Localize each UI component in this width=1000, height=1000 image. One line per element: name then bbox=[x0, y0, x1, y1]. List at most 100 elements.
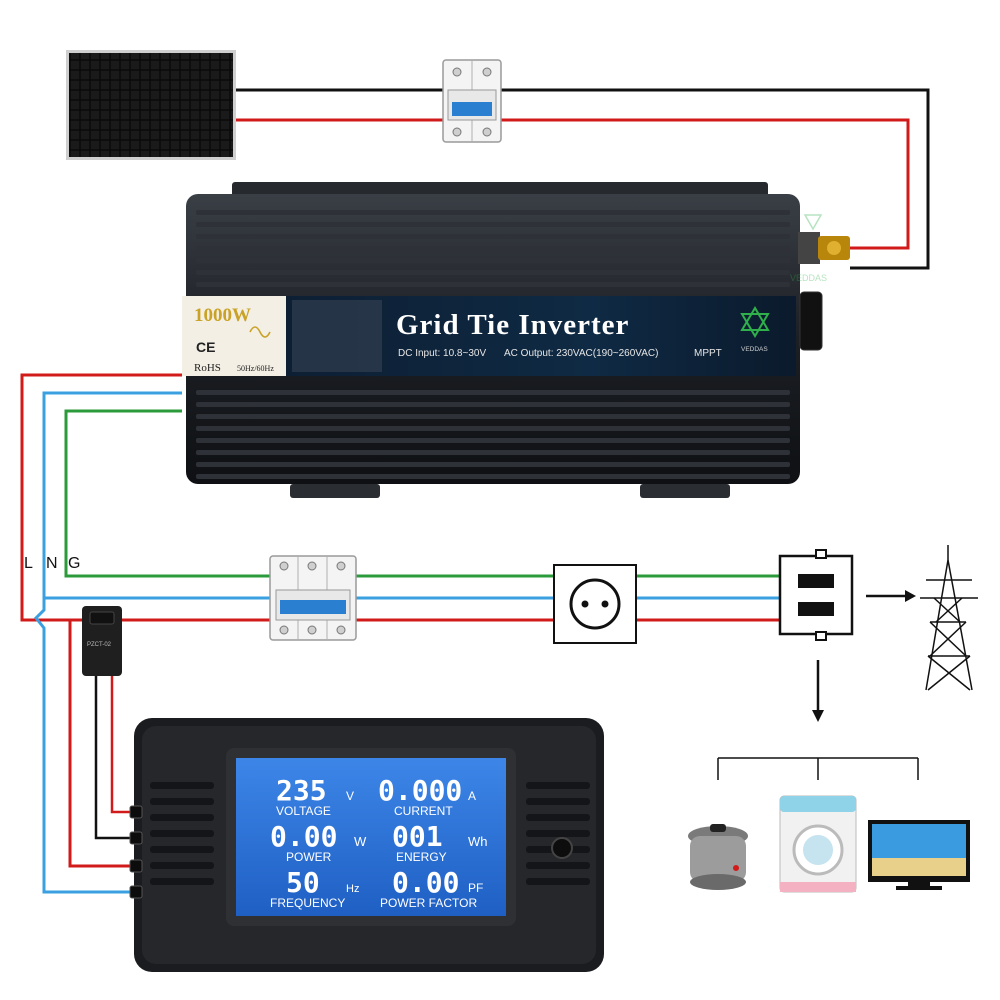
terminal bbox=[129, 805, 143, 819]
fin bbox=[196, 258, 790, 263]
energy-label: ENERGY bbox=[396, 850, 447, 864]
dc-breaker-icon bbox=[442, 59, 502, 143]
dc-positive-wire bbox=[234, 118, 910, 250]
fin bbox=[196, 210, 790, 215]
terminal bbox=[129, 859, 143, 873]
sine-wave-icon bbox=[249, 326, 271, 338]
television-icon bbox=[868, 820, 970, 890]
fin bbox=[196, 426, 790, 431]
ct-sensor-label: PZCT-02 bbox=[87, 642, 112, 648]
voltage-label: VOLTAGE bbox=[276, 804, 331, 818]
fin bbox=[196, 414, 790, 419]
pf-label: POWER FACTOR bbox=[380, 896, 477, 910]
arrow-right-icon bbox=[866, 590, 916, 602]
fin bbox=[196, 390, 790, 395]
frequency-label: FREQUENCY bbox=[270, 896, 345, 910]
arrow-down-icon bbox=[812, 660, 824, 722]
transmission-tower-icon bbox=[920, 545, 978, 691]
rib bbox=[526, 798, 590, 805]
pf-value: 0.00 bbox=[392, 866, 459, 899]
rib bbox=[150, 814, 214, 821]
current-unit: A bbox=[468, 789, 476, 803]
power-switch bbox=[799, 291, 823, 351]
power-label: POWER bbox=[286, 850, 332, 864]
fin bbox=[196, 282, 790, 287]
inverter-mppt: MPPT bbox=[694, 348, 722, 359]
inverter-dc-input: DC Input: 10.8~30V bbox=[398, 348, 486, 359]
label-g: G bbox=[68, 555, 80, 572]
svg-text:VEDDAS: VEDDAS bbox=[790, 273, 827, 283]
rib bbox=[150, 798, 214, 805]
rib bbox=[526, 782, 590, 789]
pf-unit: PF bbox=[468, 881, 483, 895]
meter-terminals bbox=[129, 805, 143, 899]
rib bbox=[526, 830, 590, 837]
power-meter: 235 V VOLTAGE 0.000 A CURRENT 0.00 W POW… bbox=[129, 718, 604, 972]
fin bbox=[196, 270, 790, 275]
label-l: L bbox=[24, 555, 33, 572]
rib bbox=[150, 862, 214, 869]
meter-button[interactable] bbox=[551, 837, 573, 859]
meter-ribs-left bbox=[150, 782, 214, 885]
fin bbox=[196, 246, 790, 251]
fin bbox=[196, 474, 790, 479]
ac-neutral-wire bbox=[33, 391, 182, 894]
fin bbox=[196, 222, 790, 227]
inverter-title: Grid Tie Inverter bbox=[396, 309, 629, 341]
current-value: 0.000 bbox=[378, 774, 462, 807]
rib bbox=[526, 814, 590, 821]
dc-negative-wire bbox=[234, 88, 930, 270]
wires bbox=[20, 88, 930, 894]
frequency-mark: 50Hz/60Hz bbox=[237, 364, 274, 373]
fin bbox=[196, 462, 790, 467]
inverter-power-rating: 1000W bbox=[194, 305, 251, 326]
inverter: 1000W CE RoHS 50Hz/60Hz Grid Tie Inverte… bbox=[182, 182, 850, 498]
appliance-bracket bbox=[717, 757, 919, 780]
heatsink-fins bbox=[196, 210, 790, 479]
frequency-value: 50 bbox=[286, 866, 320, 899]
rib bbox=[150, 878, 214, 885]
washing-machine-icon bbox=[779, 795, 857, 893]
rib bbox=[526, 878, 590, 885]
solar-panel-icon bbox=[66, 50, 236, 160]
rice-cooker-icon bbox=[688, 824, 748, 890]
frequency-unit: Hz bbox=[346, 883, 359, 895]
power-unit: W bbox=[354, 834, 367, 849]
voltage-value: 235 bbox=[276, 774, 327, 807]
meter-lcd bbox=[236, 758, 506, 916]
brand-logo-icon bbox=[740, 306, 770, 338]
label-n: N bbox=[46, 555, 58, 572]
terminal bbox=[129, 831, 143, 845]
rib bbox=[150, 830, 214, 837]
energy-unit: Wh bbox=[468, 834, 488, 849]
ce-mark: CE bbox=[196, 339, 215, 355]
ac-ground-wire bbox=[64, 409, 780, 578]
energy-meter-icon bbox=[778, 549, 854, 641]
meter-ribs-right bbox=[526, 782, 590, 885]
ct-wire-red bbox=[110, 676, 136, 814]
energy-value: 001 bbox=[392, 820, 443, 853]
inverter-brand: VEDDAS bbox=[741, 346, 768, 353]
ct-wire-black bbox=[94, 676, 136, 840]
fin bbox=[196, 402, 790, 407]
inverter-label-left bbox=[182, 296, 286, 376]
socket-icon bbox=[553, 564, 637, 644]
rib bbox=[150, 846, 214, 853]
fin bbox=[196, 450, 790, 455]
voltage-unit: V bbox=[346, 789, 354, 803]
ac-breaker-icon bbox=[269, 555, 357, 641]
fin bbox=[196, 438, 790, 443]
terminal bbox=[129, 885, 143, 899]
rib bbox=[526, 862, 590, 869]
power-value: 0.00 bbox=[270, 820, 337, 853]
watermark-logo: VEDDAS bbox=[790, 214, 827, 283]
rib bbox=[150, 782, 214, 789]
dc-terminal-icon bbox=[798, 232, 850, 264]
ac-live-wire bbox=[20, 373, 780, 622]
rohs-mark: RoHS bbox=[194, 362, 221, 374]
meter-live-wire bbox=[68, 620, 136, 868]
ct-sensor: PZCT-02 bbox=[82, 606, 122, 676]
inverter-ac-output: AC Output: 230VAC(190~260VAC) bbox=[504, 348, 658, 359]
fin bbox=[196, 234, 790, 239]
